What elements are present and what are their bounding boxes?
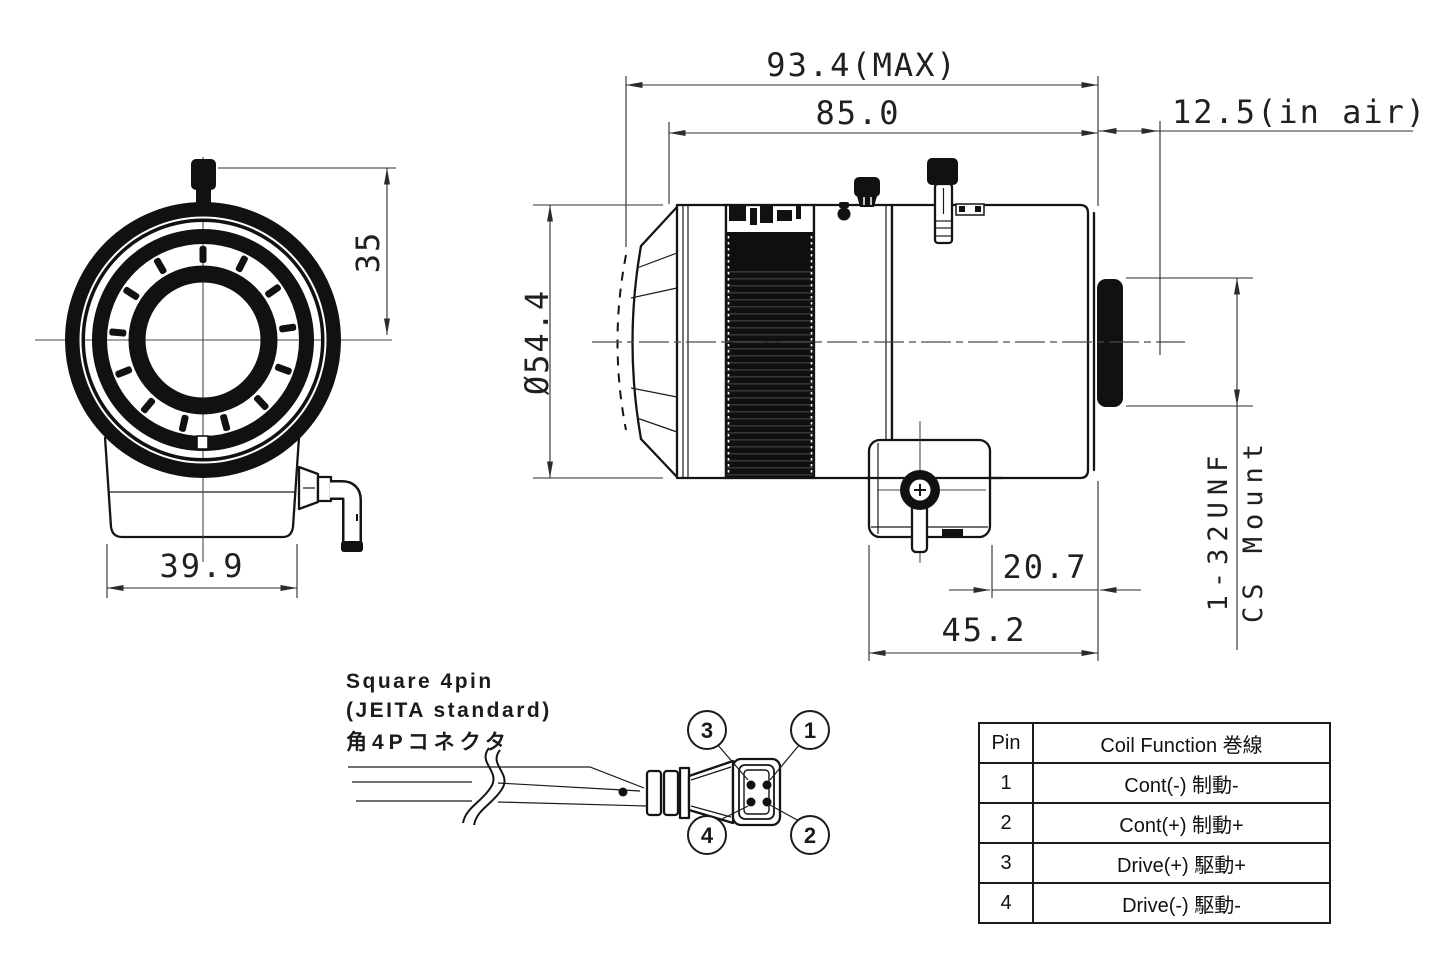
dim-text-12-5: 12.5(in air) bbox=[1172, 93, 1427, 131]
pin-table-row-function: Drive(-) 駆動- bbox=[1032, 882, 1329, 922]
pin-callout-2: 2 bbox=[804, 823, 816, 848]
side-small-pin bbox=[837, 202, 851, 221]
dim-front-height: 35 bbox=[218, 167, 396, 335]
dim-text-93-4: 93.4(MAX) bbox=[766, 46, 957, 84]
dim-back-focal: 12.5(in air) bbox=[1098, 93, 1427, 355]
front-view: 35 39.9 bbox=[35, 157, 396, 598]
front-cable-gland bbox=[297, 465, 363, 552]
dim-max-length: 93.4(MAX) bbox=[625, 46, 1099, 247]
pin-callout-4: 4 bbox=[701, 823, 714, 848]
dim-text-54-4: Ø54.4 bbox=[518, 289, 556, 395]
side-drive-unit bbox=[864, 421, 1004, 563]
pin-table-row-function: Cont(-) 制動- bbox=[1032, 762, 1329, 802]
connector-label-line3: 角4Pコネクタ bbox=[346, 730, 511, 754]
dim-text-45-2: 45.2 bbox=[941, 611, 1026, 649]
side-cs-mount-thread bbox=[1097, 279, 1123, 407]
connector-label-line1: Square 4pin bbox=[346, 670, 494, 693]
connector-detail: Square 4pin (JEITA standard) 角4Pコネクタ bbox=[346, 670, 830, 855]
connector-cable bbox=[348, 747, 648, 826]
side-small-thumbscrew bbox=[854, 177, 880, 207]
dim-body-length: 85.0 bbox=[668, 94, 1098, 204]
front-index-dot bbox=[218, 438, 228, 448]
pin-table-row-pin: 3 bbox=[980, 842, 1032, 882]
pin-table-row-function: Drive(+) 駆動+ bbox=[1032, 842, 1329, 882]
front-knurl-ticks bbox=[109, 246, 297, 432]
dim-drive-to-flange: 20.7 bbox=[949, 545, 1141, 598]
pin-table: Pin Coil Function 巻線 1 Cont(-) 制動- 2 Con… bbox=[978, 722, 1331, 924]
side-view: 93.4(MAX) 85.0 12.5(in air) Ø54.4 bbox=[518, 46, 1427, 661]
pin-table-row-pin: 4 bbox=[980, 882, 1032, 922]
pin-callout-1: 1 bbox=[804, 718, 816, 743]
pin-table-row-function: Cont(+) 制動+ bbox=[1032, 802, 1329, 842]
connector-pins bbox=[746, 780, 772, 807]
dim-text-85-0: 85.0 bbox=[815, 94, 900, 132]
front-top-knob bbox=[191, 159, 216, 204]
connector-label-line2: (JEITA standard) bbox=[346, 699, 552, 722]
pin-table-row-pin: 2 bbox=[980, 802, 1032, 842]
pin-callouts: 3 1 4 2 bbox=[687, 710, 830, 855]
pin-table-row-pin: 1 bbox=[980, 762, 1032, 802]
dim-text-35: 35 bbox=[349, 231, 387, 274]
mount-type-label: CS Mount bbox=[1238, 437, 1269, 623]
mount-thread-label: 1-32UNF bbox=[1203, 449, 1234, 612]
front-index-window bbox=[196, 435, 209, 450]
pin-table-header-pin: Pin bbox=[991, 731, 1021, 754]
side-big-thumbscrew bbox=[927, 158, 958, 245]
dim-front-base-width: 39.9 bbox=[106, 544, 298, 598]
dim-text-39-9: 39.9 bbox=[159, 547, 244, 585]
pin-callout-3: 3 bbox=[701, 718, 713, 743]
dim-drive-length: 45.2 bbox=[868, 481, 1099, 661]
side-bracket bbox=[955, 203, 985, 216]
pin-table-header-function: Coil Function 巻線 bbox=[1032, 724, 1329, 762]
dim-mount: 1-32UNF CS Mount bbox=[1126, 277, 1269, 650]
dim-diameter: Ø54.4 bbox=[518, 204, 663, 479]
connector-body bbox=[645, 757, 782, 827]
dim-text-20-7: 20.7 bbox=[1002, 548, 1087, 586]
